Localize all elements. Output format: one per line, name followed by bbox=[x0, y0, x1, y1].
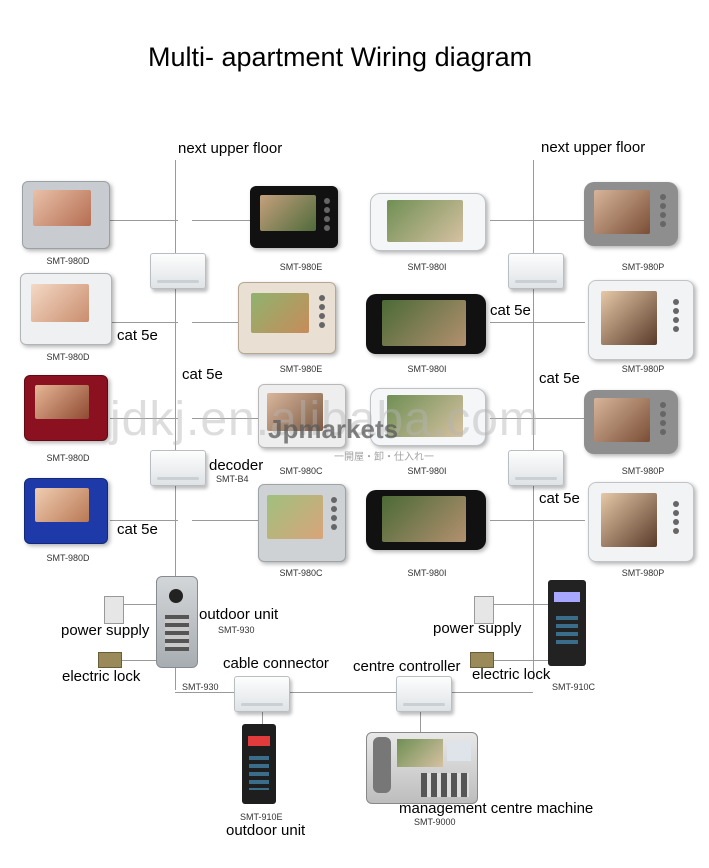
label-smt-910e: SMT-910E bbox=[240, 812, 283, 822]
label-power-supply: power supply bbox=[433, 620, 522, 637]
power-supply-device bbox=[104, 596, 124, 624]
wire bbox=[490, 418, 585, 419]
label-smt-9000: SMT-9000 bbox=[414, 817, 456, 827]
riser-left bbox=[175, 160, 176, 690]
wire bbox=[192, 520, 260, 521]
watermark-sub: 一開屋・卸・仕入れ一 bbox=[334, 452, 434, 463]
wire bbox=[122, 604, 162, 605]
centre-controller-box bbox=[396, 676, 452, 712]
wire bbox=[490, 220, 585, 221]
label-electric-lock: electric lock bbox=[62, 668, 141, 685]
label-cable-connector: cable connector bbox=[223, 655, 329, 672]
label-outdoor-unit: outdoor unit bbox=[199, 606, 279, 623]
model-label: SMT-980D bbox=[46, 256, 90, 266]
model-label: SMT-980I bbox=[407, 262, 447, 272]
watermark-url: jdkj.en.alibaba.com bbox=[110, 393, 540, 446]
monitor-smt-980e bbox=[250, 186, 338, 248]
model-label: SMT-980I bbox=[407, 568, 447, 578]
model-label: SMT-980C bbox=[279, 568, 323, 578]
model-label: SMT-980D bbox=[46, 453, 90, 463]
wire bbox=[262, 712, 263, 726]
monitor-smt-980d bbox=[20, 273, 112, 345]
model-label: SMT-980P bbox=[621, 568, 665, 578]
monitor-smt-980d bbox=[24, 478, 108, 544]
monitor-smt-980i bbox=[366, 490, 486, 550]
wire bbox=[110, 220, 178, 221]
label-cat5e: cat 5e bbox=[117, 327, 158, 344]
cable-connector-box bbox=[234, 676, 290, 712]
model-label: SMT-980D bbox=[46, 352, 90, 362]
outdoor-unit-smt-930 bbox=[156, 576, 198, 668]
label-cat5e: cat 5e bbox=[182, 366, 223, 383]
label-decoder: decoder bbox=[209, 457, 264, 474]
monitor-smt-980i bbox=[366, 294, 486, 354]
wire bbox=[420, 712, 421, 736]
label-smt-930: SMT-930 bbox=[182, 682, 219, 692]
power-supply-device bbox=[474, 596, 494, 624]
monitor-smt-980c bbox=[258, 384, 346, 448]
riser-right bbox=[533, 160, 534, 680]
model-label: SMT-980I bbox=[407, 364, 447, 374]
management-centre-machine bbox=[366, 732, 478, 804]
wire bbox=[490, 604, 548, 605]
model-label: SMT-980E bbox=[279, 364, 323, 374]
label-next-upper-floor: next upper floor bbox=[178, 140, 283, 157]
label-smt-910c: SMT-910C bbox=[552, 682, 596, 692]
electric-lock-device bbox=[470, 652, 494, 668]
label-cat5e: cat 5e bbox=[539, 370, 580, 387]
label-decoder-model: SMT-B4 bbox=[216, 474, 249, 484]
label-outdoor-unit: outdoor unit bbox=[226, 822, 306, 839]
label-next-upper-floor: next upper floor bbox=[541, 139, 646, 156]
label-electric-lock: electric lock bbox=[472, 666, 551, 683]
wire bbox=[490, 660, 548, 661]
diagram-title: Multi- apartment Wiring diagram bbox=[148, 42, 533, 72]
outdoor-unit-smt-910c bbox=[548, 580, 586, 666]
model-label: SMT-980P bbox=[621, 364, 665, 374]
wire bbox=[192, 418, 260, 419]
wire bbox=[122, 660, 162, 661]
monitor-smt-980p bbox=[584, 390, 678, 454]
monitor-smt-980e bbox=[238, 282, 336, 354]
label-management-centre-machine: management centre machine bbox=[399, 800, 594, 817]
watermark-brand: Jpmarkets bbox=[268, 414, 399, 444]
monitor-smt-980d bbox=[22, 181, 110, 249]
monitor-smt-980c bbox=[258, 484, 346, 562]
decoder-box bbox=[150, 253, 206, 289]
monitor-smt-980d bbox=[24, 375, 108, 441]
label-centre-controller: centre controller bbox=[353, 658, 461, 675]
wire bbox=[110, 322, 178, 323]
model-label: SMT-980P bbox=[621, 262, 665, 272]
wire bbox=[192, 322, 242, 323]
model-label: SMT-980I bbox=[407, 466, 447, 476]
label-power-supply: power supply bbox=[61, 622, 150, 639]
electric-lock-device bbox=[98, 652, 122, 668]
decoder-box bbox=[508, 450, 564, 486]
label-cat5e: cat 5e bbox=[490, 302, 531, 319]
model-label: SMT-980P bbox=[621, 466, 665, 476]
wire bbox=[110, 520, 178, 521]
label-cat5e: cat 5e bbox=[117, 521, 158, 538]
decoder-box bbox=[508, 253, 564, 289]
outdoor-unit-smt-910e bbox=[242, 724, 276, 804]
wire-bus bbox=[175, 692, 533, 693]
monitor-smt-980i bbox=[370, 193, 486, 251]
model-label: SMT-980D bbox=[46, 553, 90, 563]
wire bbox=[110, 418, 178, 419]
label-cat5e: cat 5e bbox=[539, 490, 580, 507]
monitor-smt-980p bbox=[588, 280, 694, 360]
wire bbox=[490, 520, 585, 521]
monitor-smt-980p bbox=[588, 482, 694, 562]
decoder-box bbox=[150, 450, 206, 486]
wire bbox=[192, 220, 250, 221]
model-label: SMT-980E bbox=[279, 262, 323, 272]
model-label: SMT-980C bbox=[279, 466, 323, 476]
label-outdoor-unit-model: SMT-930 bbox=[218, 625, 255, 635]
monitor-smt-980p bbox=[584, 182, 678, 246]
monitor-smt-980i bbox=[370, 388, 486, 446]
wire bbox=[490, 322, 585, 323]
